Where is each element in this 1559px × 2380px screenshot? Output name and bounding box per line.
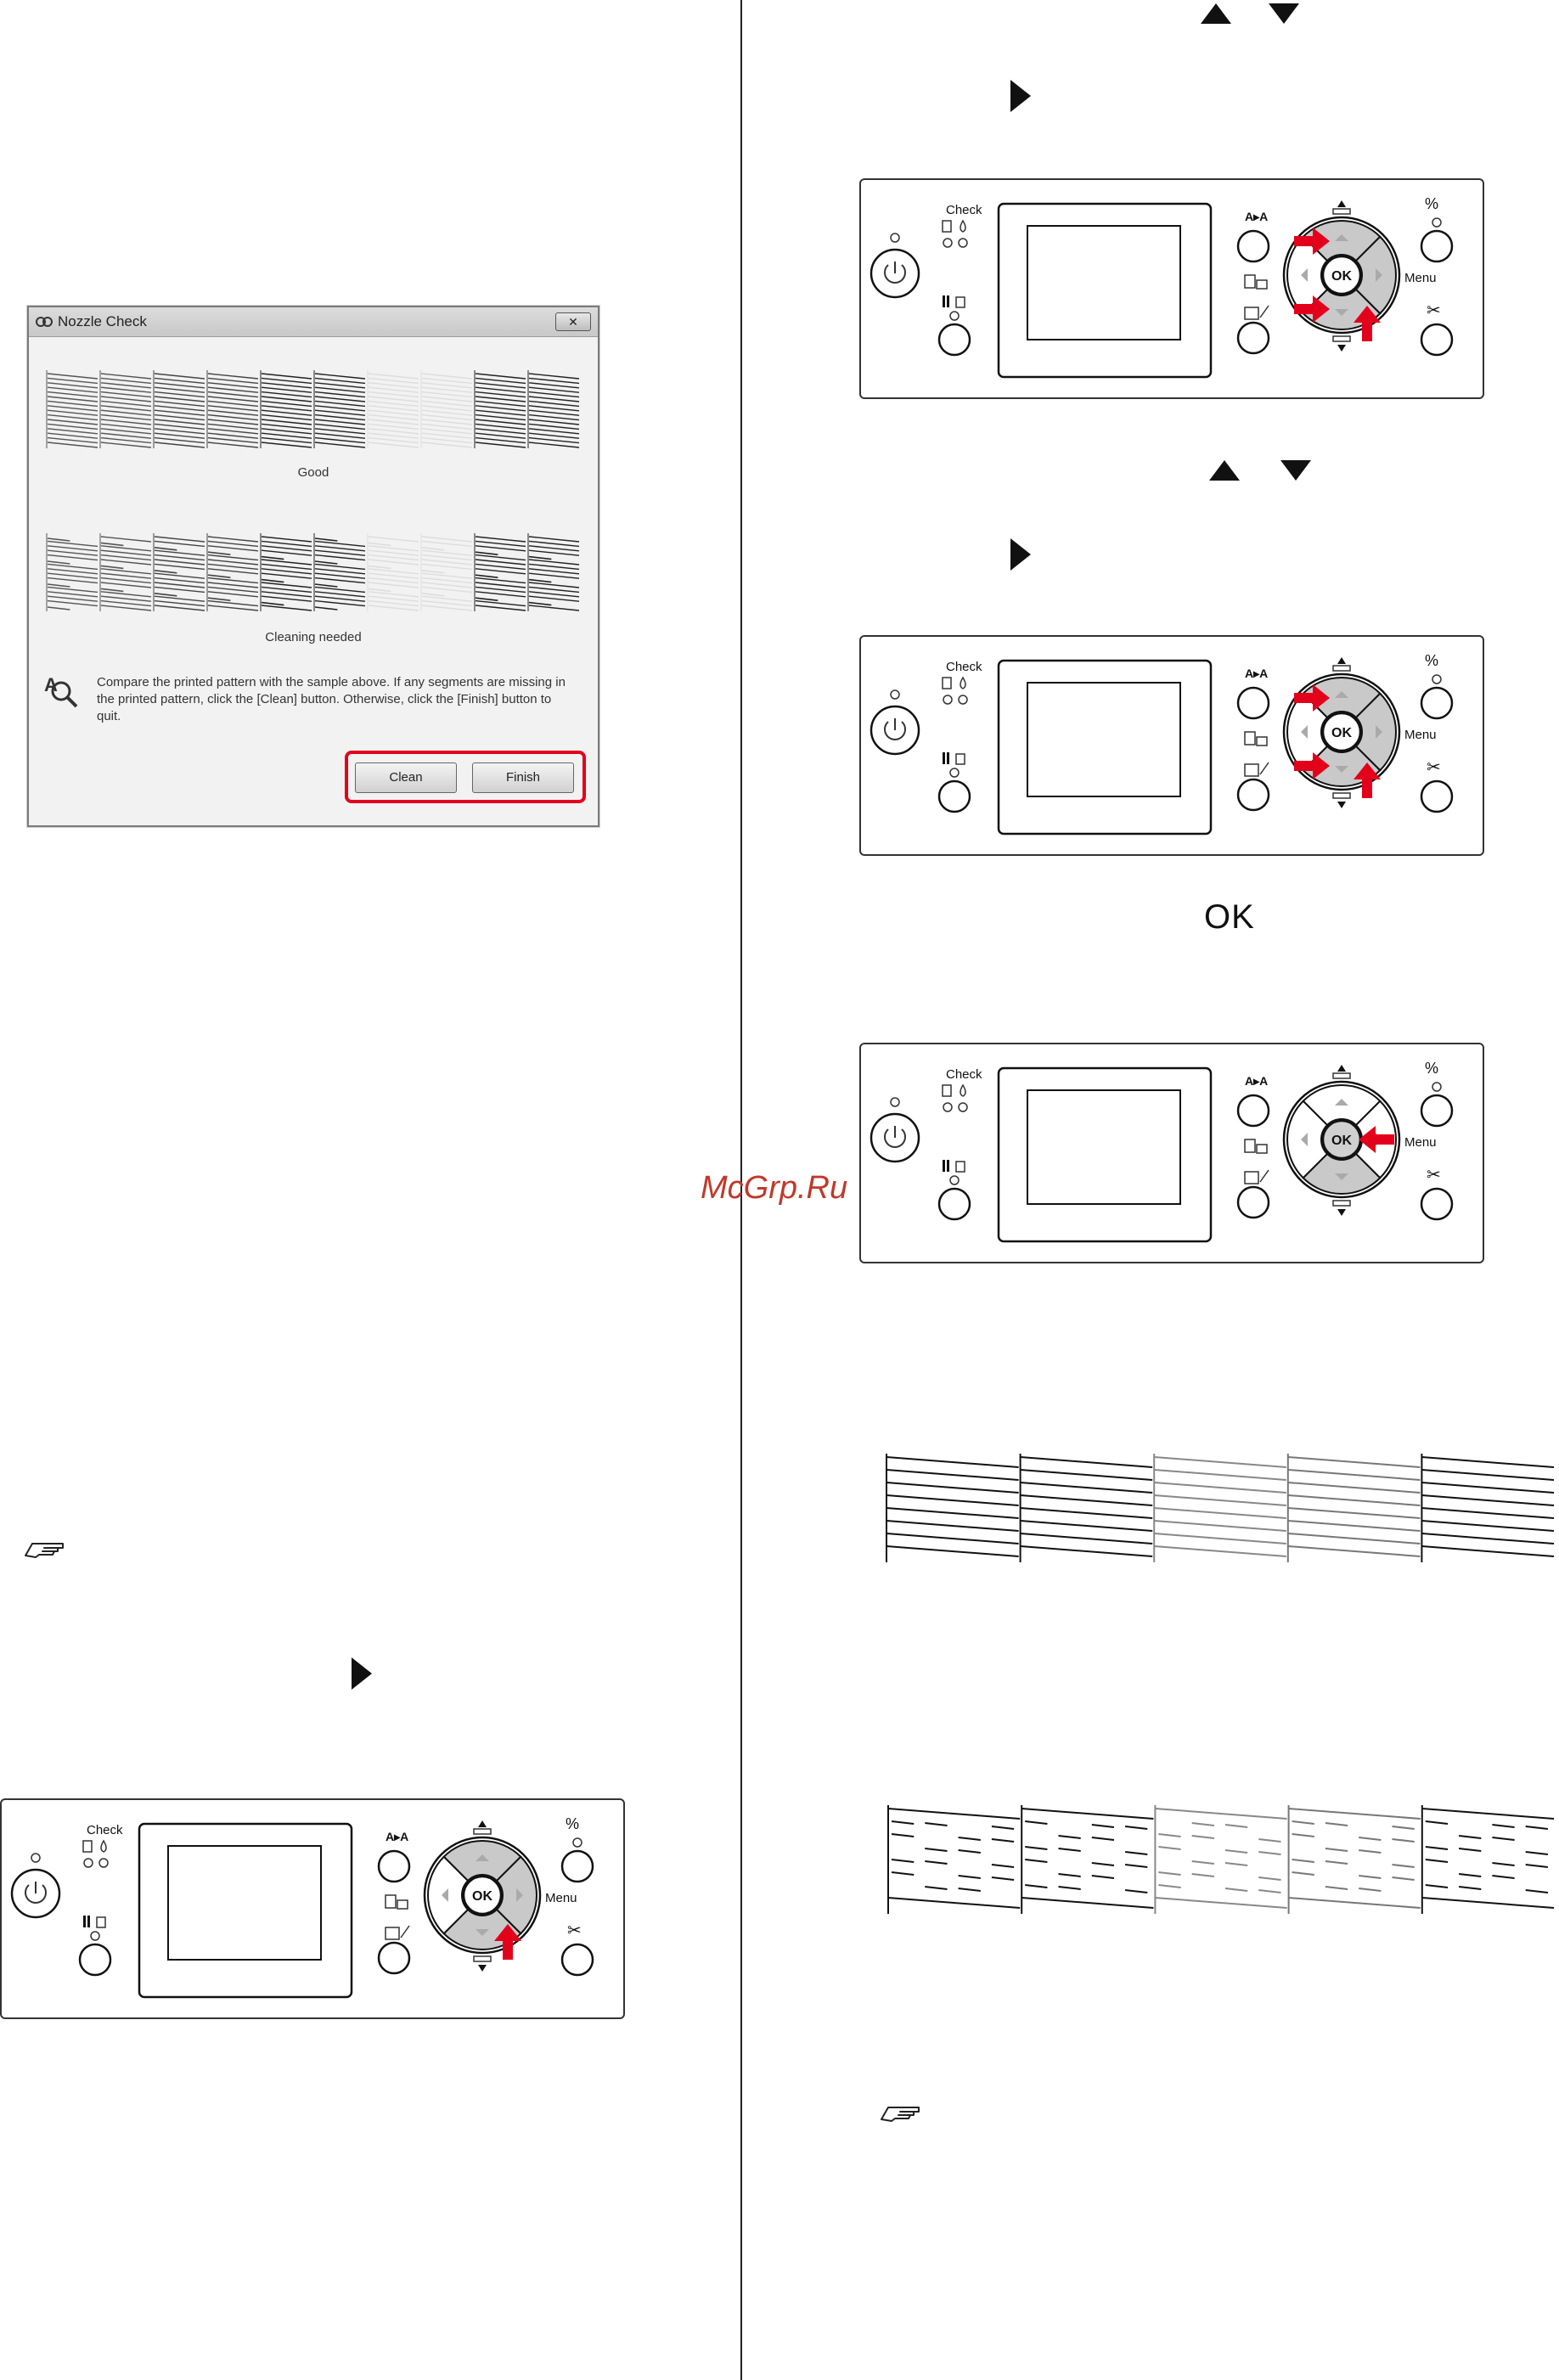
finish-button[interactable]: Finish [472, 762, 574, 793]
maintenance-button[interactable] [1420, 1094, 1454, 1128]
ok-button-label: OK [1331, 726, 1352, 740]
up-arrow-icon [1209, 460, 1240, 481]
red-arrow-indicator [1354, 306, 1381, 341]
good-sample-pattern [46, 370, 580, 448]
dialog-instructions: Compare the printed pattern with the sam… [97, 675, 566, 723]
column-divider [740, 0, 742, 2380]
svg-text:%: % [1425, 195, 1438, 212]
media-source-label: A▸A [1245, 210, 1268, 223]
ok-button-label: OK [472, 1889, 492, 1904]
good-printed-pattern [886, 1454, 1555, 1562]
media-source-button[interactable] [1236, 229, 1270, 263]
dialog-titlebar: Nozzle Check [29, 307, 598, 337]
pause-button[interactable] [937, 779, 971, 813]
down-arrow-icon [1269, 3, 1299, 24]
paper-setup-button[interactable] [1236, 778, 1270, 812]
power-button[interactable] [10, 1868, 61, 1919]
red-arrow-indicator [1294, 228, 1330, 255]
red-arrow-indicator [1294, 684, 1330, 712]
scissors-icon: ✂ [567, 1921, 582, 1940]
cut-button[interactable] [1420, 1187, 1454, 1221]
right-arrow-icon [352, 1657, 372, 1690]
scissors-icon: ✂ [1427, 301, 1441, 320]
ok-button-label: OK [1331, 1134, 1352, 1148]
maintenance-button[interactable] [560, 1849, 594, 1883]
up-arrow-icon [1201, 3, 1231, 24]
cleaning-label: Cleaning needed [265, 630, 362, 644]
down-arrow-icon [1280, 460, 1311, 481]
check-label: Check [946, 1067, 982, 1082]
right-arrow-icon [1010, 80, 1031, 112]
scissors-icon: ✂ [1427, 758, 1441, 777]
cleaning-sample-pattern [46, 533, 580, 611]
red-arrow-indicator [1359, 1126, 1394, 1153]
media-source-label: A▸A [1245, 1074, 1268, 1088]
media-source-button[interactable] [1236, 1094, 1270, 1128]
check-label: Check [946, 660, 982, 674]
faulty-printed-pattern [887, 1805, 1555, 1914]
ok-button[interactable] [462, 1875, 503, 1916]
paper-setup-button[interactable] [1236, 1185, 1270, 1219]
cut-button[interactable] [1420, 323, 1454, 357]
dialog-title: Nozzle Check [58, 313, 147, 329]
clean-button[interactable]: Clean [355, 762, 457, 793]
ok-button[interactable] [1321, 255, 1362, 295]
scissors-icon: ✂ [1427, 1166, 1441, 1184]
media-source-label: A▸A [1245, 667, 1268, 680]
paper-setup-button[interactable] [377, 1941, 411, 1975]
close-button[interactable]: ✕ [555, 312, 591, 331]
magnifier-info-icon: A [44, 674, 78, 708]
menu-label: Menu [545, 1891, 577, 1905]
menu-label: Menu [1404, 728, 1437, 742]
pause-button[interactable] [937, 323, 971, 357]
media-source-button[interactable] [1236, 686, 1270, 720]
svg-text:%: % [1425, 1060, 1438, 1077]
svg-text:%: % [1425, 652, 1438, 669]
red-arrow-indicator [1354, 762, 1381, 798]
reference-pointer-icon [881, 2107, 920, 2122]
svg-text:%: % [566, 1815, 579, 1832]
cut-button[interactable] [1420, 779, 1454, 813]
power-button[interactable] [870, 1112, 920, 1163]
good-label: Good [297, 465, 329, 480]
power-button[interactable] [870, 248, 920, 299]
ok-key-label: OK [1204, 898, 1255, 936]
pause-button[interactable] [937, 1187, 971, 1221]
media-source-button[interactable] [377, 1849, 411, 1883]
watermark: McGrp.Ru [701, 1170, 848, 1206]
red-arrow-indicator [1294, 295, 1330, 323]
cut-button[interactable] [560, 1943, 594, 1977]
media-source-label: A▸A [386, 1830, 408, 1843]
check-label: Check [87, 1823, 123, 1837]
pause-button[interactable] [78, 1943, 112, 1977]
nozzle-check-dialog: Nozzle Check ✕ Good Cleaning needed A Co… [27, 306, 599, 827]
check-label: Check [946, 203, 982, 217]
paper-setup-button[interactable] [1236, 321, 1270, 355]
right-arrow-icon [1010, 538, 1031, 571]
power-button[interactable] [870, 705, 920, 756]
ok-button[interactable] [1321, 712, 1362, 752]
maintenance-button[interactable] [1420, 686, 1454, 720]
red-arrow-indicator [494, 1924, 521, 1960]
button-highlight-box [345, 751, 586, 803]
menu-label: Menu [1404, 271, 1437, 285]
menu-label: Menu [1404, 1135, 1437, 1150]
printer-icon [36, 317, 53, 327]
control-panel-4: Check A▸A OK Menu% ✂ [859, 1043, 1484, 1263]
red-arrow-indicator [1294, 752, 1330, 779]
panel-graphic: Check A▸A OK Menu% ✂ [870, 1060, 1454, 1243]
maintenance-button[interactable] [1420, 229, 1454, 263]
reference-pointer-icon [25, 1543, 64, 1558]
ok-button-label: OK [1331, 269, 1352, 284]
svg-text:A: A [44, 674, 58, 695]
